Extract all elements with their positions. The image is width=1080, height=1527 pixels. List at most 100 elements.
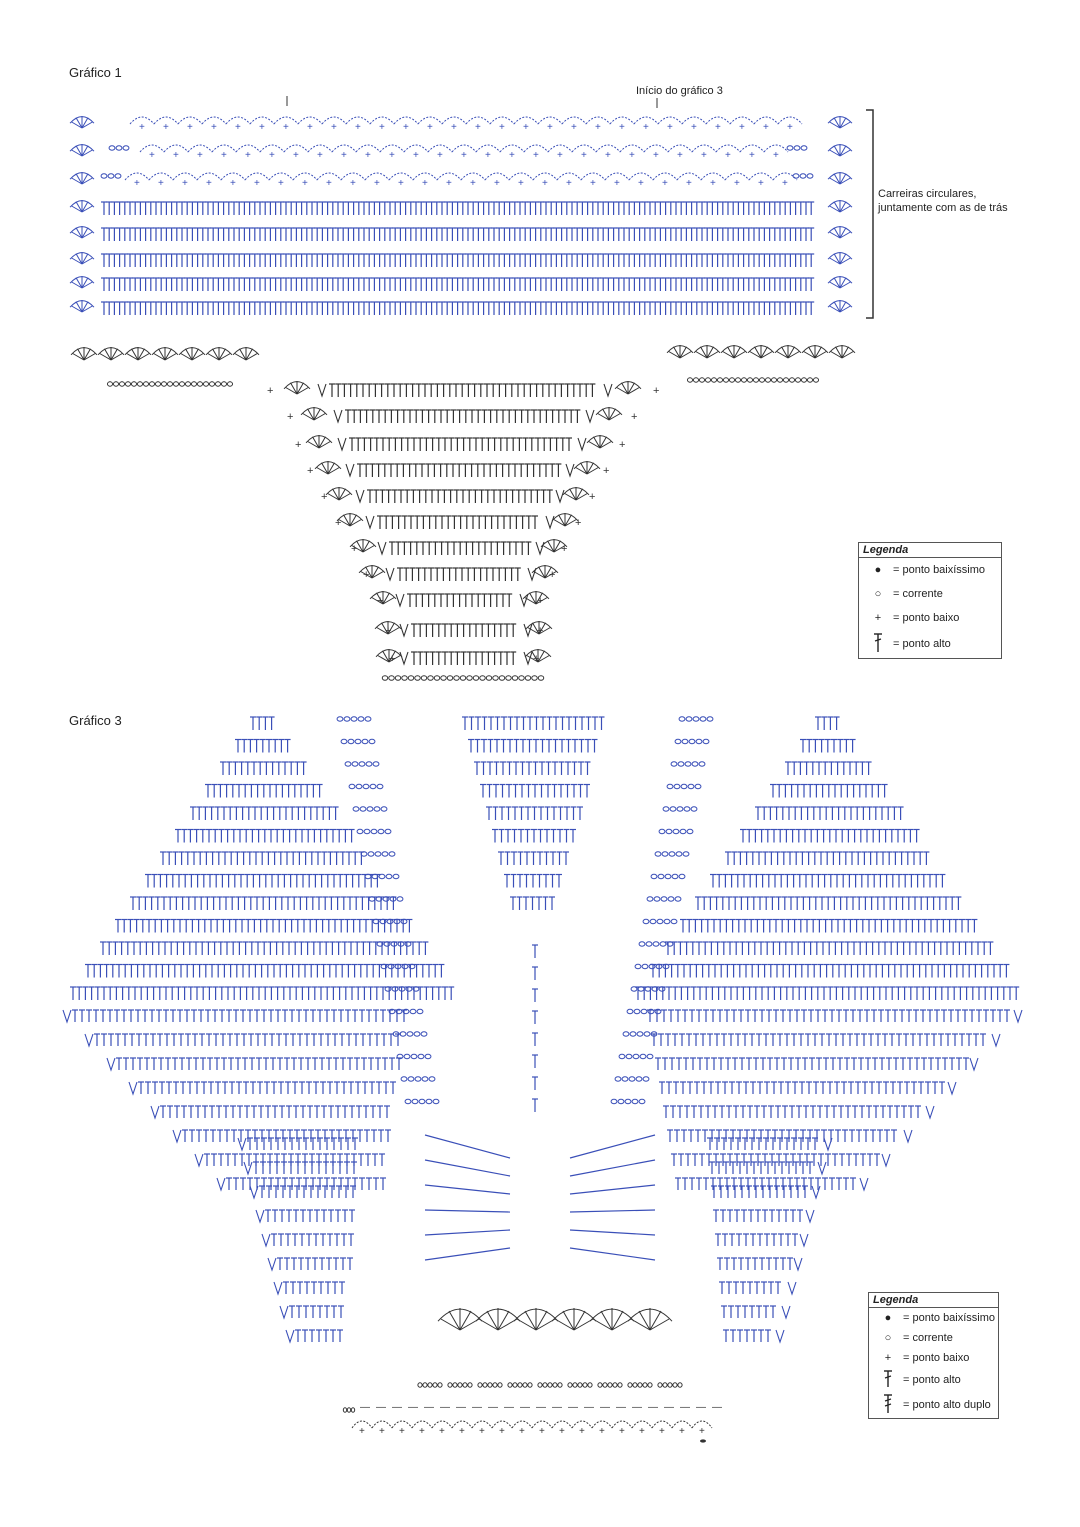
svg-text:+: + [619,439,625,451]
svg-text:+: + [734,178,740,189]
ponto-baixo-icon: + [874,612,882,624]
chart3-title: Gráfico 3 [69,713,122,728]
svg-text:+: + [643,122,649,133]
svg-text:+: + [787,122,793,133]
legend-chart1: Legenda ● = ponto baixíssimo ○ = corrent… [858,542,1002,659]
svg-text:+: + [589,491,595,503]
legend-label: = ponto baixo [903,1352,970,1364]
svg-text:+: + [182,178,188,189]
svg-text:+: + [403,122,409,133]
svg-text:+: + [278,178,284,189]
svg-text:+: + [321,491,327,503]
legend-item: + = ponto baixo [869,1348,998,1368]
svg-text:+: + [575,517,581,529]
svg-text:+: + [571,122,577,133]
ponto-baixissimo-icon: ● [874,564,882,576]
svg-text:+: + [163,122,169,133]
chart3-diagram: ———————————————————————+++++++++++++++++… [62,716,1023,1443]
svg-text:+: + [221,150,227,161]
svg-text:+: + [307,122,313,133]
svg-text:+: + [485,150,491,161]
svg-text:+: + [537,625,543,637]
svg-text:+: + [379,122,385,133]
bracket-note: Carreiras circulares, juntamente com as … [878,187,1008,215]
svg-text:+: + [287,411,293,423]
svg-text:+: + [715,122,721,133]
svg-text:+: + [235,122,241,133]
svg-text:+: + [619,122,625,133]
svg-text:+: + [549,569,555,581]
svg-text:+: + [355,122,361,133]
legend-item: ○ = corrente [859,582,1001,606]
svg-text:+: + [365,150,371,161]
svg-text:+: + [326,178,332,189]
svg-text:+: + [533,653,539,665]
svg-text:+: + [677,150,683,161]
legend-title: Legenda [859,543,1001,558]
svg-text:+: + [662,178,668,189]
svg-text:+: + [710,178,716,189]
svg-text:+: + [374,178,380,189]
svg-text:+: + [686,178,692,189]
svg-text:+: + [206,178,212,189]
svg-text:+: + [475,122,481,133]
svg-text:+: + [691,122,697,133]
svg-text:+: + [283,122,289,133]
svg-text:+: + [749,150,755,161]
svg-text:+: + [134,178,140,189]
legend-label: = ponto alto [893,638,951,650]
svg-text:+: + [398,178,404,189]
legend-label: = ponto baixíssimo [893,564,986,576]
svg-text:+: + [245,150,251,161]
legend-item: ○ = corrente [869,1328,998,1348]
svg-text:+: + [158,178,164,189]
svg-text:+: + [499,122,505,133]
svg-text:+: + [230,178,236,189]
legend-item: = ponto alto duplo [869,1392,998,1418]
svg-text:+: + [422,178,428,189]
svg-text:+: + [557,150,563,161]
legend-item: ● = ponto baixíssimo [859,558,1001,582]
svg-text:+: + [269,150,275,161]
legend-chart3: Legenda ● = ponto baixíssimo ○ = corrent… [868,1292,999,1419]
svg-text:+: + [377,595,383,607]
svg-text:+: + [523,122,529,133]
svg-text:+: + [139,122,145,133]
svg-text:+: + [302,178,308,189]
ponto-baixo-icon: + [884,1352,892,1364]
svg-text:+: + [331,122,337,133]
svg-text:+: + [667,122,673,133]
svg-text:+: + [533,150,539,161]
svg-text:+: + [307,465,313,477]
svg-text:+: + [638,178,644,189]
svg-text:+: + [581,150,587,161]
legend-item: = ponto alto [859,630,1001,658]
svg-text:+: + [653,385,659,397]
legend-label: = corrente [893,588,943,600]
svg-text:+: + [254,178,260,189]
svg-text:+: + [446,178,452,189]
svg-text:+: + [603,465,609,477]
svg-text:+: + [701,150,707,161]
svg-text:+: + [149,150,155,161]
corrente-icon: ○ [884,1332,892,1344]
svg-text:+: + [537,595,543,607]
svg-text:+: + [763,122,769,133]
chart1-diagram: + + + + + + + + + + + + + + + + + + + + + + + + + + + + + + + + + + + + + + + +… [69,96,874,681]
svg-text:+: + [509,150,515,161]
legend-label: = corrente [903,1332,953,1344]
svg-text:+: + [317,150,323,161]
bracket-note-line2: juntamente com as de trás [878,202,1008,214]
svg-text:+: + [518,178,524,189]
svg-text:+: + [739,122,745,133]
start-marker-label: Início do gráfico 3 [636,85,723,97]
ponto-alto-icon [877,1369,899,1392]
svg-text:+: + [542,178,548,189]
svg-text:+: + [494,178,500,189]
legend-title: Legenda [869,1293,998,1308]
svg-text:+: + [629,150,635,161]
svg-text:+: + [653,150,659,161]
bracket-note-line1: Carreiras circulares, [878,188,977,200]
ponto-alto-duplo-icon [877,1393,899,1418]
